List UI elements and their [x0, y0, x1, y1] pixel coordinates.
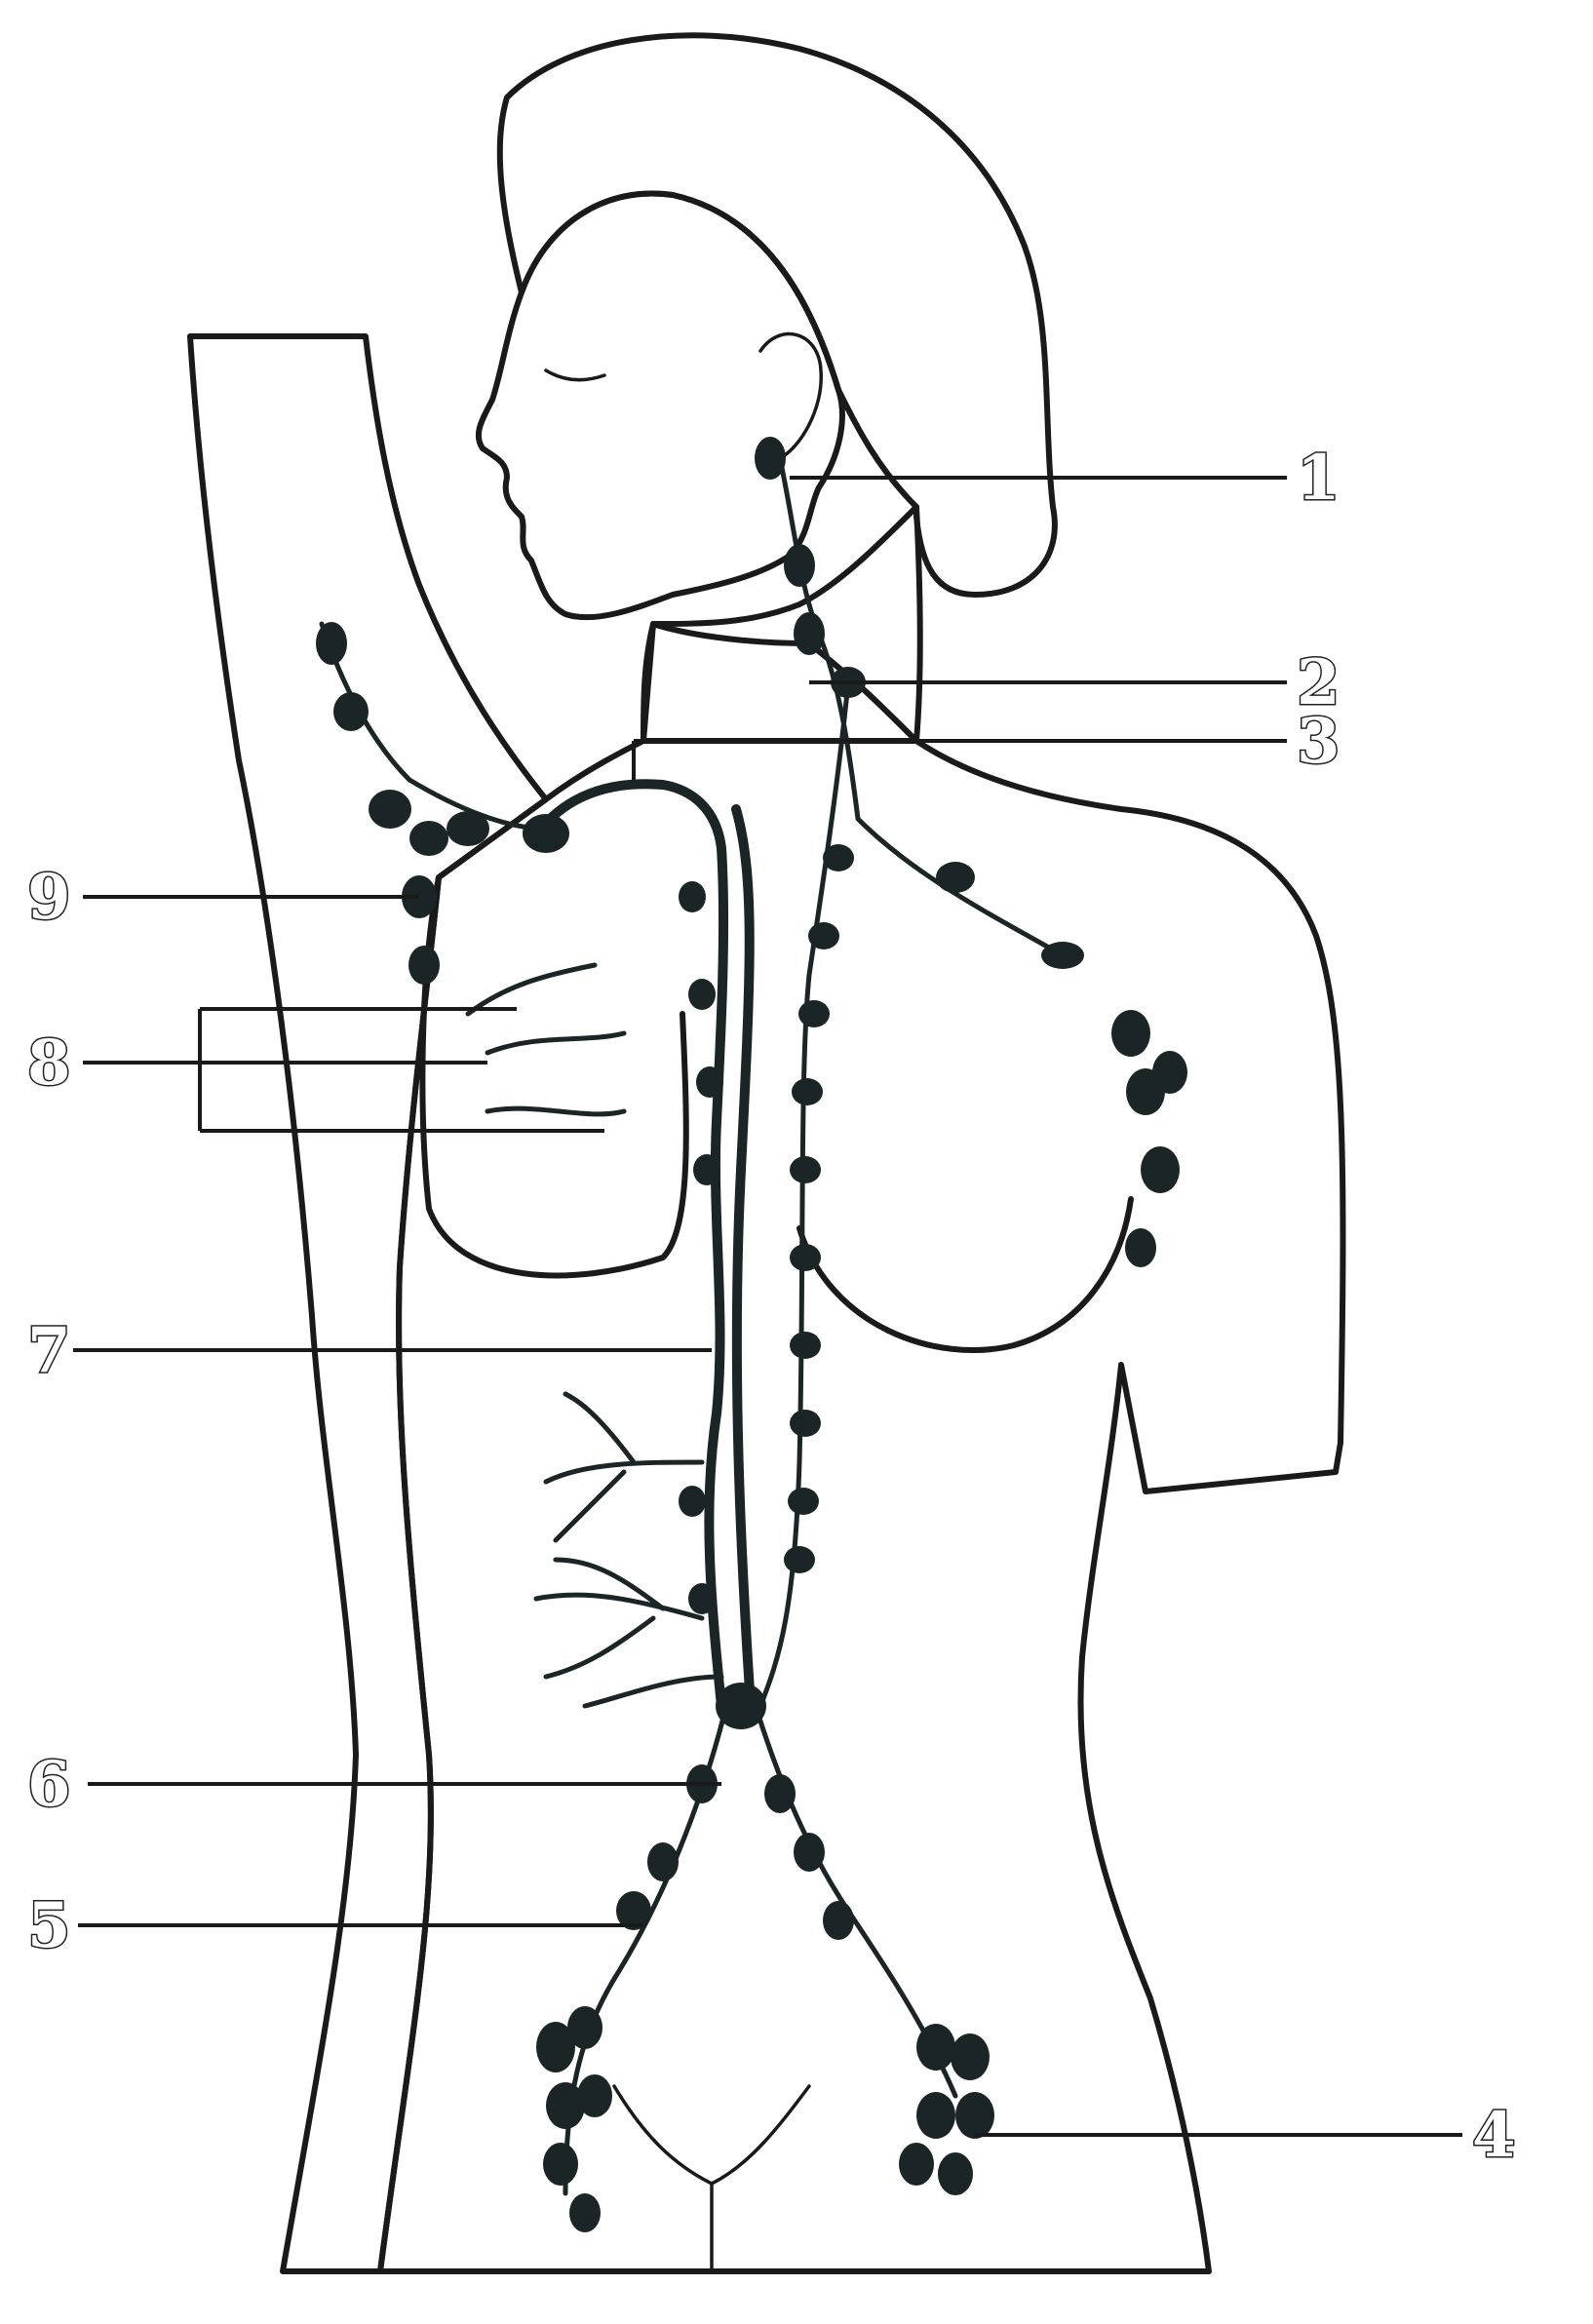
label-9: 9: [27, 861, 71, 934]
hair: [500, 35, 1055, 595]
label-7: 7: [27, 1314, 71, 1387]
thoracic-duct-parallel: [736, 809, 751, 1706]
thoracic-duct: [541, 784, 723, 1706]
breast-right: [799, 1199, 1131, 1350]
label-3: 3: [1297, 705, 1340, 778]
labels: 1 2 3 4 5 6 7 8 9: [27, 442, 1516, 2172]
lymphatic-system: [316, 437, 1187, 2232]
label-8: 8: [27, 1026, 71, 1100]
inguinal-nodes-right: [899, 2024, 994, 2195]
inguinal-nodes-left: [536, 2006, 612, 2232]
label-6: 6: [27, 1748, 71, 1821]
parasternal-nodes: [784, 844, 854, 1573]
eye: [546, 370, 604, 380]
breast-lymphatics: [468, 965, 624, 1114]
label-5: 5: [27, 1889, 71, 1962]
intestinal-lacteals: [536, 1394, 721, 1706]
cisterna-chyli: [716, 1683, 766, 1729]
raised-arm: [190, 336, 546, 2271]
axillary-nodes: [316, 622, 569, 985]
label-1: 1: [1297, 442, 1340, 515]
groin: [614, 2086, 809, 2271]
leaders: [73, 478, 1462, 2135]
breast-left: [422, 877, 685, 1275]
torso: [380, 624, 1342, 2271]
leader-3: [634, 741, 1287, 780]
label-4: 4: [1472, 2099, 1516, 2172]
leader-8: [83, 1009, 604, 1131]
